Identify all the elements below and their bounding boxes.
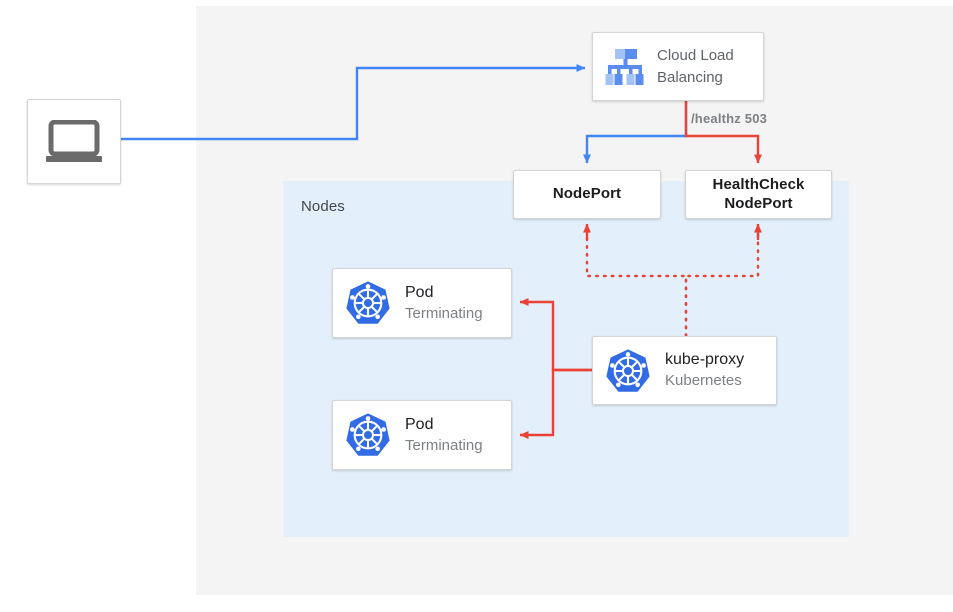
- hc-nodeport-line1: HealthCheck: [712, 175, 805, 193]
- pod-text: Pod Terminating: [405, 415, 483, 455]
- kube-proxy-subtitle: Kubernetes: [665, 372, 742, 390]
- pod-status: Terminating: [405, 436, 483, 454]
- hc-nodeport-line2: NodePort: [724, 194, 793, 212]
- cloud-load-balancing-card[interactable]: Cloud Load Balancing: [592, 32, 764, 101]
- kubernetes-icon: [606, 348, 650, 392]
- kube-proxy-text: kube-proxy Kubernetes: [665, 350, 744, 390]
- pod-card[interactable]: Pod Terminating: [332, 268, 512, 338]
- pod-status: Terminating: [405, 304, 483, 322]
- clb-label-line2: Balancing: [657, 68, 723, 86]
- nodeport-label: NodePort: [552, 185, 622, 203]
- kubernetes-icon: [346, 413, 390, 456]
- healthz-status-label: /healthz 503: [691, 111, 768, 126]
- nodes-panel-label: Nodes: [301, 198, 345, 215]
- nodeport-card[interactable]: NodePort: [513, 170, 661, 219]
- clb-label-line1: Cloud Load: [657, 46, 734, 64]
- pod-card[interactable]: Pod Terminating: [332, 400, 512, 470]
- client-laptop-card[interactable]: [27, 99, 121, 184]
- pod-title: Pod: [405, 415, 434, 433]
- laptop-icon: [46, 119, 102, 162]
- cloud-load-balancing-label: Cloud Load Balancing: [657, 45, 734, 89]
- cloud-load-balancing-icon: [605, 48, 644, 85]
- kubernetes-icon: [346, 281, 390, 324]
- kube-proxy-card[interactable]: kube-proxy Kubernetes: [592, 336, 777, 405]
- healthcheck-nodeport-card[interactable]: HealthCheck NodePort: [685, 170, 832, 219]
- healthcheck-nodeport-label: HealthCheck NodePort: [713, 176, 805, 214]
- pod-title: Pod: [405, 283, 434, 301]
- pod-text: Pod Terminating: [405, 283, 483, 323]
- kube-proxy-title: kube-proxy: [665, 351, 745, 369]
